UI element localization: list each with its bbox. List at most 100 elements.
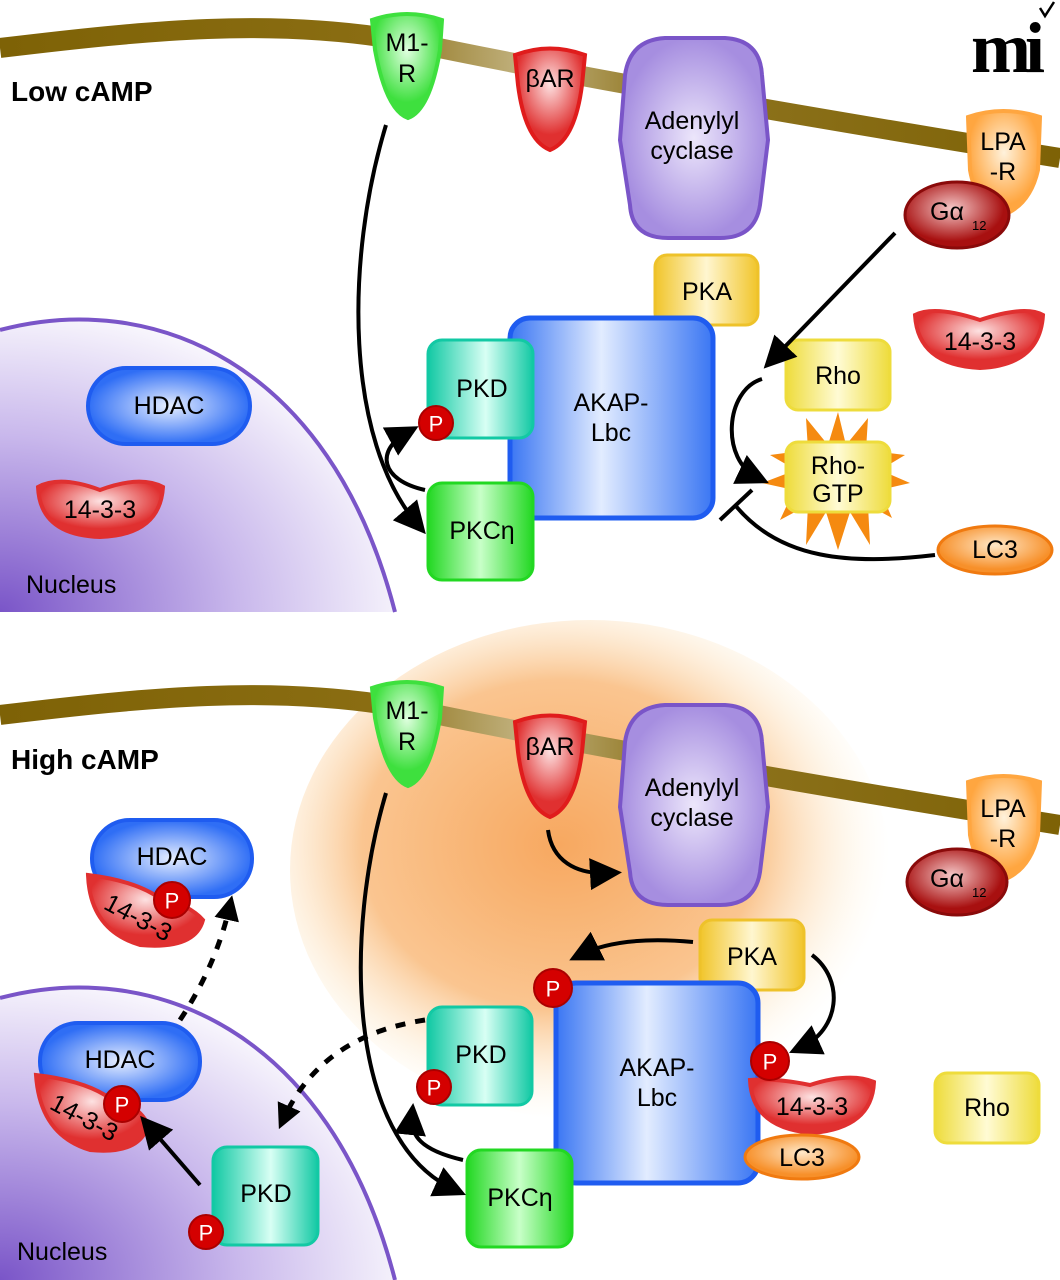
phosphate-label: P <box>165 889 180 914</box>
nuclear-envelope <box>0 985 397 1280</box>
m1r-label-line2: R <box>398 60 416 88</box>
lpar-label-line1: LPA <box>980 795 1026 823</box>
hdac: HDAC <box>86 366 252 446</box>
m1-receptor: M1- R <box>369 680 445 789</box>
rho-label: Rho <box>815 362 861 390</box>
protein-14-3-3-label: 14-3-3 <box>64 496 136 524</box>
hdac-14-3-3-complex-exported: HDAC 14-3-3 P <box>85 818 254 948</box>
phosphate-label: P <box>429 412 444 437</box>
lc3-label: LC3 <box>972 536 1018 564</box>
nuclear-envelope <box>0 317 397 613</box>
inhibition-bar <box>718 488 754 522</box>
lpar-label-line2: -R <box>990 825 1016 853</box>
arrow-galpha-to-akap <box>763 231 897 369</box>
lc3-label: LC3 <box>779 1144 825 1172</box>
hdac-label: HDAC <box>85 1046 156 1074</box>
g-alpha-12: Gα 12 <box>903 180 1011 250</box>
galpha-label: Gα <box>930 198 964 226</box>
lpar-label-line2: -R <box>990 158 1016 186</box>
phosphate-label: P <box>427 1076 442 1101</box>
phosphate-label: P <box>199 1221 214 1246</box>
adenylyl-label-line2: cyclase <box>650 804 733 832</box>
protein-14-3-3-label: 14-3-3 <box>776 1093 848 1121</box>
arrow-pka-to-14-3-3 <box>789 953 836 1055</box>
pkd-label: PKD <box>455 1041 506 1069</box>
adenylyl-cyclase: Adenylyl cyclase <box>617 36 771 240</box>
pka: PKA <box>698 918 806 992</box>
hdac-label: HDAC <box>137 843 208 871</box>
galpha-subscript: 12 <box>972 218 986 233</box>
hdac-label: HDAC <box>134 392 205 420</box>
phosphate-label: P <box>546 977 561 1002</box>
pkd-cytosolic: PKD P <box>416 1005 534 1107</box>
arrow-rho-to-rhogtp <box>729 377 769 484</box>
beta-adrenergic-receptor: βAR <box>512 713 588 820</box>
phosphate-pkd: P <box>418 405 454 441</box>
nucleus-label: Nucleus <box>26 571 116 599</box>
pkc-label: PKCη <box>449 517 514 545</box>
inhibition-lc3-to-rhogtp <box>733 503 936 562</box>
logo-check-icon <box>1038 1 1056 19</box>
panel-title: High cAMP <box>11 744 159 775</box>
adenylyl-label-line1: Adenylyl <box>645 774 740 802</box>
pka-label: PKA <box>727 943 777 971</box>
pka: PKA <box>653 253 760 327</box>
rho-gtp: Rho- GTP <box>762 412 910 550</box>
adenylyl-cyclase: Adenylyl cyclase <box>617 703 771 907</box>
lc3: LC3 <box>936 524 1054 576</box>
arrow-pka-to-akap <box>569 931 694 961</box>
protein-14-3-3-cytosolic: 14-3-3 <box>912 309 1046 371</box>
beta-adrenergic-receptor: βAR <box>512 46 588 153</box>
pkc-eta: PKCη <box>465 1148 574 1249</box>
akap-label-line1: AKAP- <box>619 1054 694 1082</box>
panel-title: Low cAMP <box>11 76 153 107</box>
lc3: LC3 <box>743 1133 861 1181</box>
arrow-pkc-to-pkd <box>382 426 426 492</box>
m1r-label-line1: M1- <box>385 697 428 725</box>
lpar-label-line1: LPA <box>980 128 1026 156</box>
galpha-subscript: 12 <box>972 885 986 900</box>
journal-logo: mi <box>971 1 1056 88</box>
logo-text: mi <box>971 8 1044 88</box>
panel-high-camp: Nucleus High cAMP M1- R βAR Adenylyl cyc… <box>0 620 1060 1280</box>
rho-gtp-label-line2: GTP <box>812 480 863 508</box>
akap-lbc: AKAP- Lbc P <box>533 968 761 1186</box>
arrow-m1r-to-pkc <box>358 792 466 1197</box>
adenylyl-label-line2: cyclase <box>650 137 733 165</box>
m1r-label-line1: M1- <box>385 29 428 57</box>
beta-ar-label: βAR <box>525 65 574 93</box>
beta-ar-label: βAR <box>525 733 574 761</box>
pkd: PKD <box>426 338 535 440</box>
akap-lbc: AKAP- Lbc <box>507 315 716 521</box>
rho: Rho <box>784 338 892 412</box>
arrow-m1r-to-pkc <box>356 124 426 535</box>
protein-14-3-3-label: 14-3-3 <box>944 328 1016 356</box>
m1r-label-line2: R <box>398 728 416 756</box>
nucleus-label: Nucleus <box>17 1238 107 1266</box>
akap-label-line2: Lbc <box>591 419 631 447</box>
hdac-14-3-3-complex-nuclear: HDAC 14-3-3 P <box>33 1021 202 1153</box>
pka-label: PKA <box>682 278 732 306</box>
pkd-nuclear: PKD P <box>188 1145 320 1250</box>
pkd-label: PKD <box>240 1180 291 1208</box>
akap-label-line2: Lbc <box>637 1084 677 1112</box>
g-alpha-12: Gα 12 <box>905 847 1009 917</box>
pkc-label: PKCη <box>487 1184 552 1212</box>
dashed-arrow-pkd-import <box>277 1017 426 1130</box>
arrow-pkc-to-pkd <box>394 1103 464 1162</box>
phosphate-label: P <box>763 1050 778 1075</box>
akap-label-line1: AKAP- <box>573 389 648 417</box>
m1-receptor: M1- R <box>369 12 445 121</box>
adenylyl-label-line1: Adenylyl <box>645 107 740 135</box>
rho-gtp-label-line1: Rho- <box>811 452 865 480</box>
galpha-label: Gα <box>930 865 964 893</box>
panel-low-camp: Nucleus Low cAMP M1- R βAR Adenylyl cycl… <box>0 12 1060 613</box>
rho: Rho <box>933 1071 1041 1145</box>
arrow-pkd-nuclear-to-hdac <box>140 1115 202 1187</box>
pkc-eta: PKCη <box>426 481 535 582</box>
pkd-label: PKD <box>456 375 507 403</box>
protein-14-3-3-nuclear: 14-3-3 <box>35 479 166 540</box>
rho-label: Rho <box>964 1094 1010 1122</box>
phosphate-label: P <box>115 1093 130 1118</box>
